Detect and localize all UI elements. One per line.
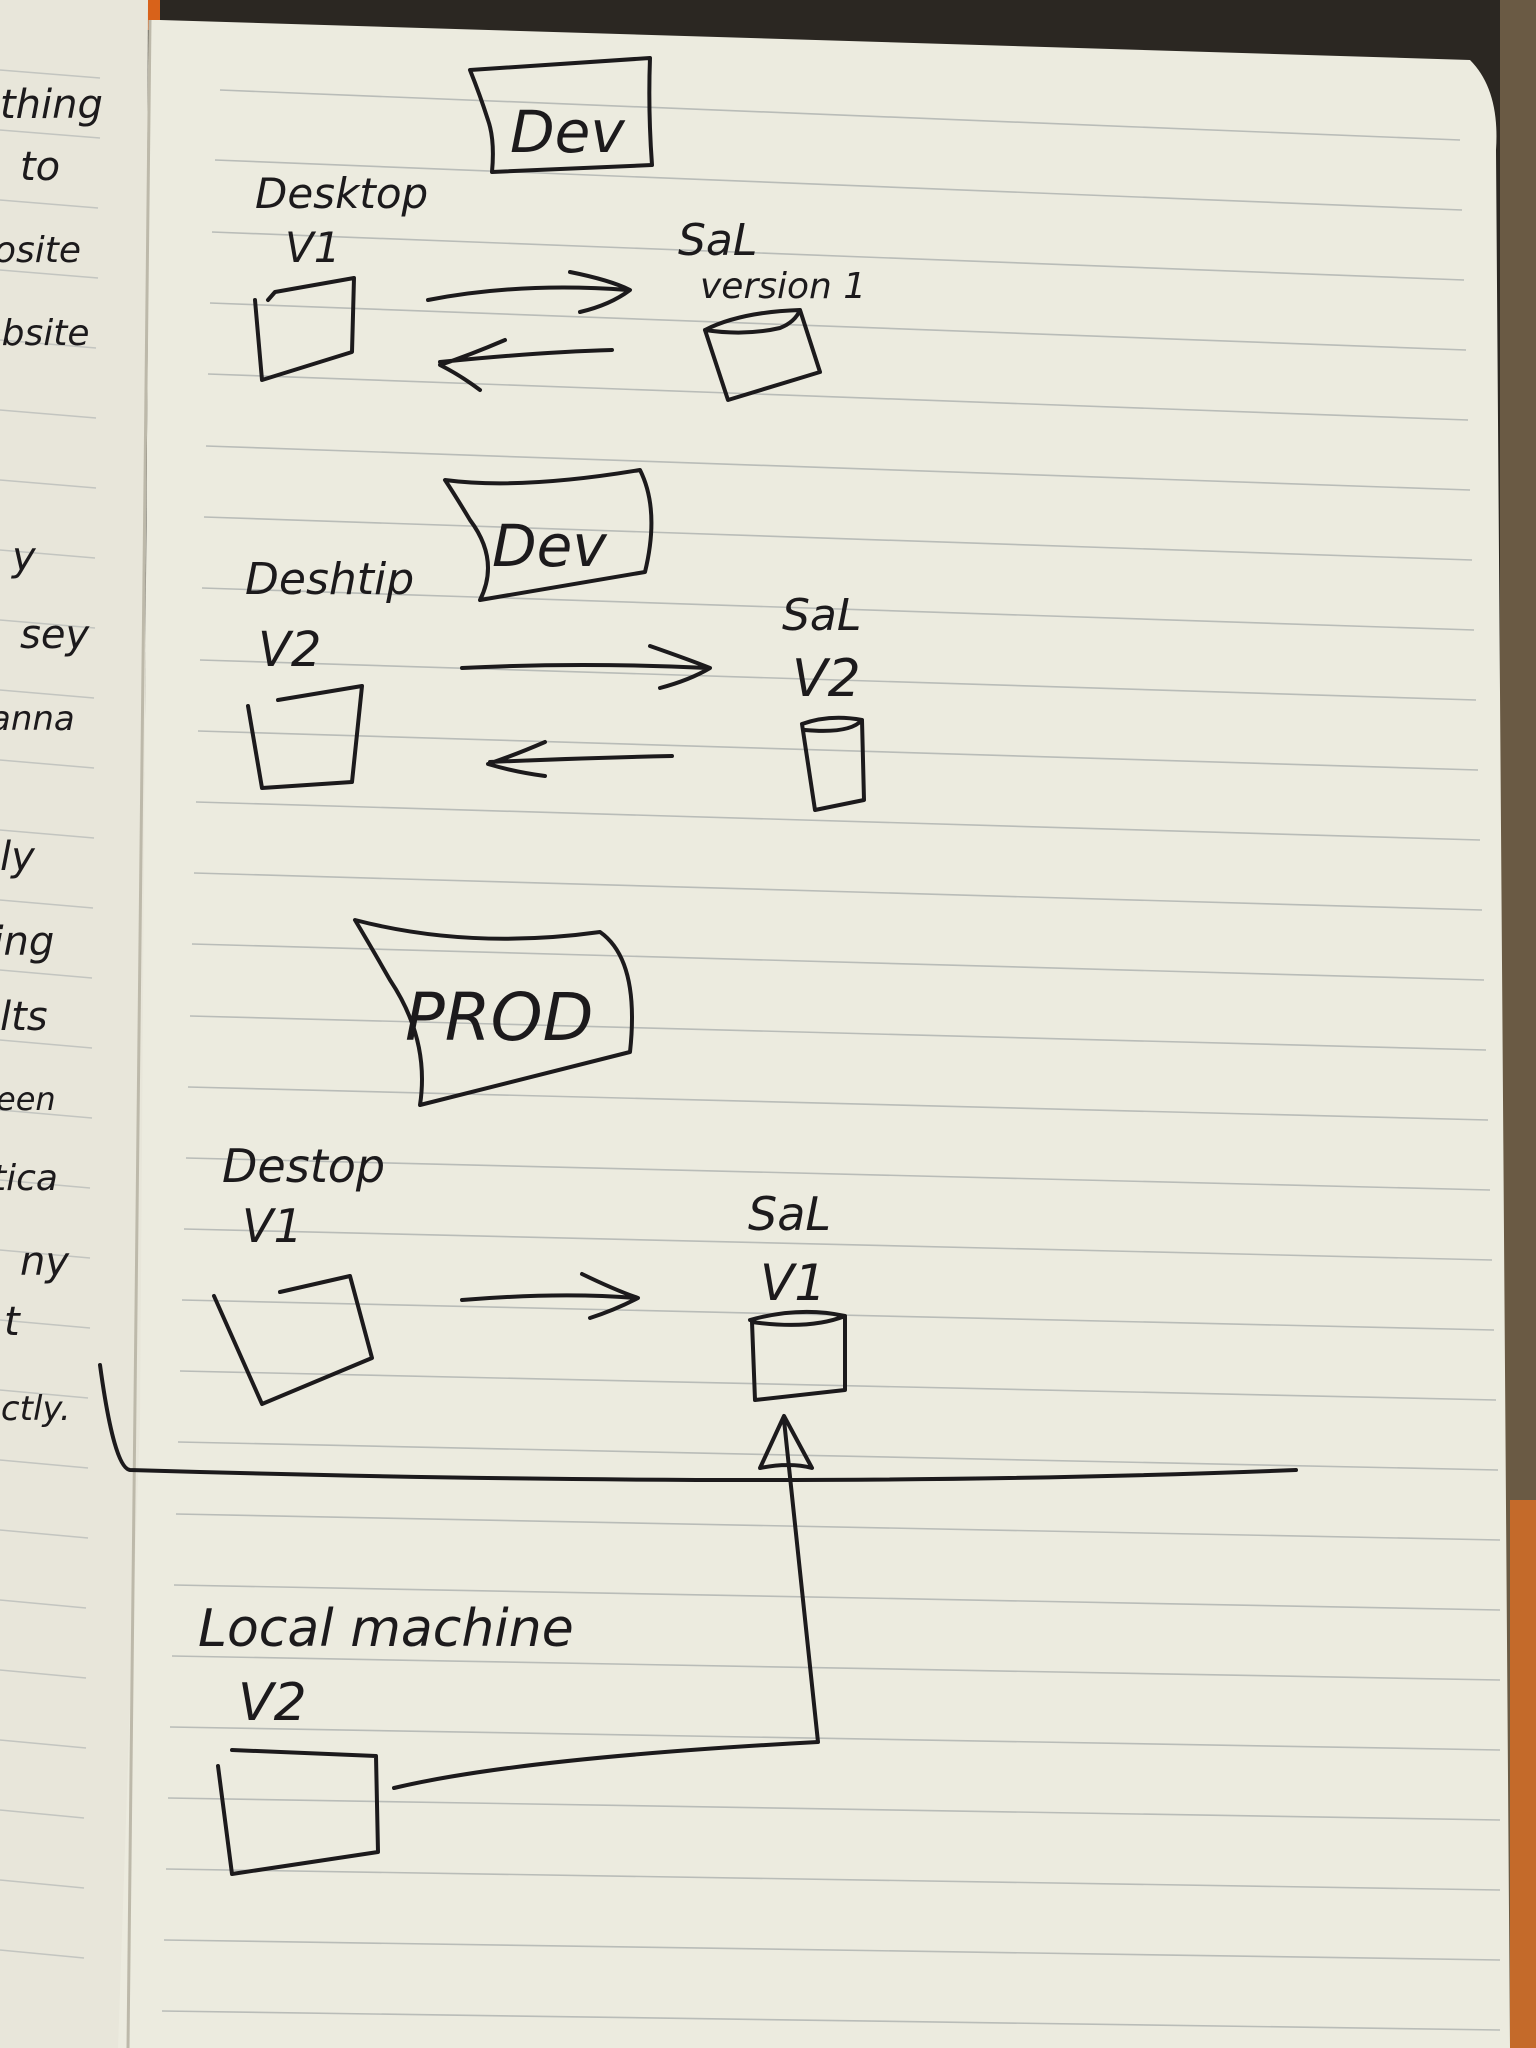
left-fragment-4: website [0,313,89,354]
left-fragment-7: anna [0,699,75,739]
dev-1-sql-version: version 1 [700,266,866,307]
left-fragment-3: osite [0,230,81,271]
divider-line [98,1363,1298,1482]
prod-desktop-version: V1 [242,1199,303,1253]
prod-desktop-label: Destop [222,1139,385,1193]
section-prod: PROD Destop V1 SaL V1 [212,918,847,1406]
prod-desktop-icon [212,1274,374,1406]
prod-database-icon [748,1309,847,1402]
left-fragment-10: lts [0,994,48,1040]
dev-1-arrow-left [438,338,614,392]
left-fragment-11: een [0,1080,56,1118]
dev-1-badge [468,56,654,174]
prod-badge [353,918,634,1107]
dev-2-sql-label: SaL [782,590,861,641]
dev-2-env-label: Dev [492,512,608,580]
deploy-arrow [392,1414,820,1790]
local-machine-icon [216,1748,380,1876]
left-fragment-2: to [20,144,60,190]
dev-1-database-icon [703,308,822,402]
dev-1-desktop-label: Desktop [255,169,428,218]
dev-1-env-label: Dev [510,98,626,166]
left-fragment-6: sey [20,612,90,658]
dev-2-badge [443,468,654,602]
dev-1-desktop-version: V1 [285,223,340,272]
prod-sql-label: SaL [748,1187,831,1241]
left-fragment-13: ny [20,1239,70,1285]
dev-1-arrow-right [426,270,632,314]
left-fragment-5: y [11,534,37,580]
local-machine-version: V2 [238,1673,307,1733]
prod-env-label: PROD [405,979,593,1056]
left-fragment-9: ring [0,919,54,965]
left-fragment-15: ectly. [0,1389,71,1429]
section-dev-1: Dev Desktop V1 SaL version 1 [253,56,866,402]
section-dev-2: Dev Deshtip V2 SaL V2 [245,468,866,812]
left-fragment-12: tica [0,1158,58,1199]
dev-2-desktop-label: Deshtip [245,554,414,605]
left-fragment-1: thing [0,82,103,128]
section-local: Local machine V2 [198,1414,820,1876]
prod-arrow-right [460,1272,640,1320]
dev-2-arrow-left [486,740,674,778]
dev-2-desktop-version: V2 [258,622,321,678]
dev-2-arrow-right [460,644,712,690]
left-page: thing to osite website y sey anna ly rin… [0,0,148,2048]
left-fragment-14: t [4,1299,21,1345]
dev-2-database-icon [800,715,866,812]
local-machine-label: Local machine [198,1599,574,1659]
dev-1-desktop-icon [253,276,356,382]
dev-2-sql-version: V2 [792,649,861,709]
dev-2-desktop-icon [246,684,364,790]
prod-sql-version: V1 [760,1254,826,1312]
dev-1-sql-label: SaL [678,215,757,266]
left-fragment-8: ly [0,834,36,880]
